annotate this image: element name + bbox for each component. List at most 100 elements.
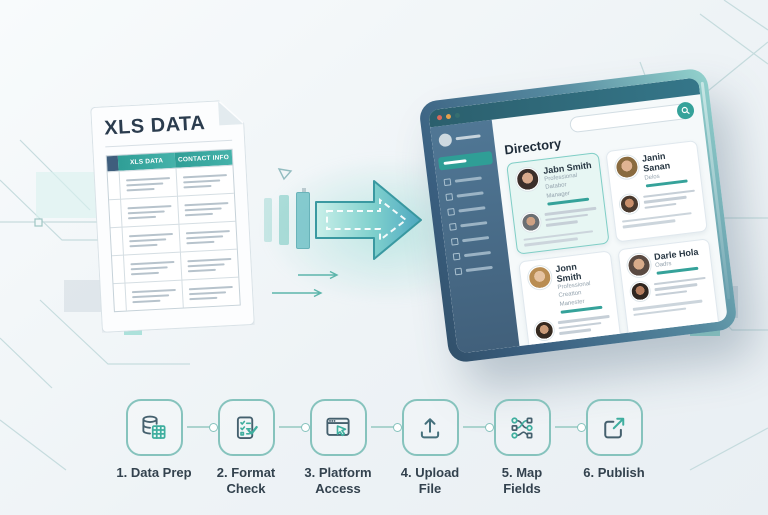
- table-cell: [181, 277, 239, 308]
- step-box: [309, 399, 367, 456]
- menu-icon: [452, 252, 461, 261]
- menu-icon: [454, 267, 463, 276]
- placeholder-line: [465, 266, 493, 272]
- connector-node: [485, 422, 494, 432]
- divider: [105, 140, 232, 148]
- step-box: [217, 399, 275, 456]
- avatar: [526, 264, 553, 291]
- motion-bar: [279, 195, 289, 245]
- data-transfer-flow: [262, 166, 447, 324]
- directory-app-window: Directory Jabn Smith Professional Databo…: [428, 77, 728, 354]
- table-cell: [177, 193, 235, 224]
- connector-node: [577, 422, 586, 432]
- placeholder-line: [458, 206, 486, 213]
- sidebar-profile[interactable]: [438, 129, 487, 148]
- table-cell: [178, 221, 236, 252]
- search-input[interactable]: [568, 101, 695, 134]
- search-button[interactable]: [676, 101, 695, 121]
- sidebar-item[interactable]: [447, 203, 495, 216]
- step-box: [125, 399, 183, 456]
- menu-icon: [450, 237, 459, 246]
- profile-card[interactable]: Jabn Smith Professional Databor Manager: [506, 152, 610, 255]
- avatar: [613, 154, 640, 181]
- step-box: [493, 399, 551, 456]
- motion-bar: [296, 191, 310, 249]
- connector-node: [301, 422, 310, 432]
- row-number-header: [107, 156, 119, 172]
- step-connector: [555, 422, 586, 432]
- menu-icon: [447, 208, 456, 216]
- dot-icon: [302, 188, 306, 192]
- connector-node: [393, 422, 402, 432]
- document-title: XLS DATA: [103, 112, 206, 140]
- profile-card[interactable]: Janin Sanan Delos: [604, 139, 708, 243]
- menu-icon: [445, 193, 454, 201]
- browser-cursor-icon: [326, 417, 350, 436]
- table-cell: [180, 249, 238, 280]
- avatar: [625, 252, 652, 278]
- connector-node: [209, 422, 218, 432]
- avatar: [520, 211, 542, 233]
- step-box: [401, 399, 459, 456]
- sidebar-item[interactable]: [452, 248, 501, 261]
- step-label: 1. Data Prep: [116, 465, 192, 480]
- avatar: [629, 281, 651, 303]
- motion-bars: [264, 190, 310, 250]
- step-data-prep: 1. Data Prep: [116, 399, 192, 481]
- step-connector: [463, 422, 494, 432]
- motion-bar: [264, 198, 272, 242]
- sidebar-item-active[interactable]: [437, 151, 494, 171]
- placeholder-line: [463, 251, 491, 257]
- table-cell: [120, 196, 178, 227]
- xls-document: XLS DATA XLS DATA CONTACT INFO: [90, 99, 255, 333]
- table-cell: [121, 224, 179, 255]
- placeholder-line: [460, 221, 488, 228]
- placeholder-line: [443, 159, 467, 165]
- external-link-icon: [604, 417, 625, 438]
- table-cell: [119, 168, 177, 199]
- profile-card[interactable]: Jonn Smith Professional Creatton Maneste…: [518, 249, 623, 354]
- placeholder-line: [455, 134, 481, 141]
- menu-icon: [449, 222, 457, 231]
- window-close-button[interactable]: [436, 114, 443, 121]
- window-maximize-button[interactable]: [454, 112, 461, 119]
- table-cell: [123, 252, 181, 283]
- search-icon: [681, 106, 690, 115]
- window-minimize-button[interactable]: [445, 113, 452, 120]
- directory-content: Directory Jabn Smith Professional Databo…: [492, 94, 728, 354]
- step-connector: [279, 422, 310, 432]
- small-arrow-icon: [298, 270, 339, 280]
- placeholder-line: [454, 176, 482, 183]
- profile-cards-grid: Jabn Smith Professional Databor Manager: [506, 139, 722, 354]
- avatar: [514, 166, 541, 193]
- step-box: [585, 399, 643, 456]
- sidebar-item[interactable]: [454, 263, 503, 276]
- checklist-icon: [236, 415, 258, 439]
- avatar: [438, 132, 453, 148]
- step-connector: [371, 422, 402, 432]
- step-publish: 6. Publish: [581, 399, 647, 481]
- upload-arrow-icon: [420, 417, 440, 438]
- sidebar-item[interactable]: [445, 188, 493, 201]
- table-cell: [175, 165, 233, 196]
- step-label: 6. Publish: [583, 465, 645, 480]
- sidebar-item[interactable]: [443, 173, 492, 187]
- field-mapping-icon: [511, 416, 533, 439]
- spreadsheet-table: XLS DATA CONTACT INFO: [106, 149, 241, 312]
- triangle-icon: [277, 168, 293, 181]
- step-connector: [187, 422, 218, 432]
- avatar: [533, 319, 555, 341]
- transfer-arrow-icon: [315, 180, 422, 260]
- sidebar-item[interactable]: [450, 233, 499, 246]
- sidebar-item[interactable]: [449, 218, 497, 231]
